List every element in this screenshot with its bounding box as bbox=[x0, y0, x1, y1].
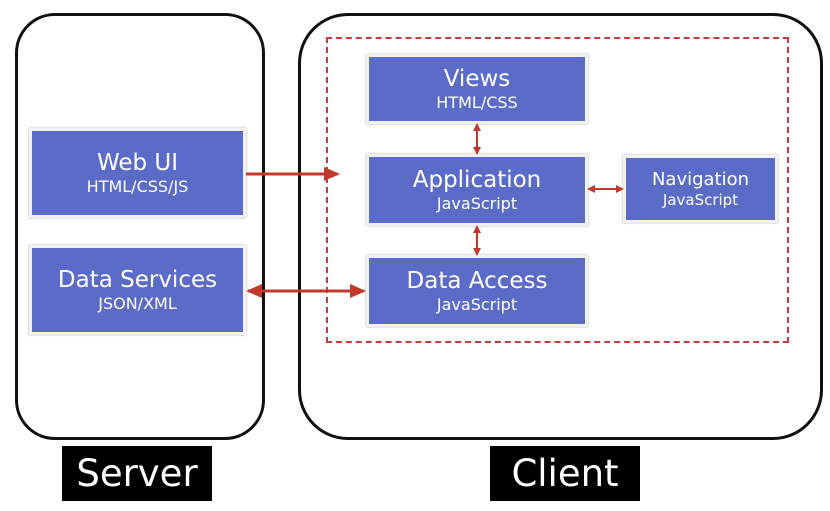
views-title: Views bbox=[443, 65, 511, 92]
client-app-boundary bbox=[326, 37, 789, 343]
data-access-subtitle: JavaScript bbox=[436, 295, 518, 315]
data-services-subtitle: JSON/XML bbox=[98, 294, 177, 314]
server-panel bbox=[15, 13, 265, 440]
navigation-title: Navigation bbox=[651, 169, 750, 191]
data-services-title: Data Services bbox=[57, 266, 218, 293]
views-node: Views HTML/CSS bbox=[366, 54, 588, 124]
client-label: Client bbox=[490, 446, 640, 501]
data-access-node: Data Access JavaScript bbox=[366, 255, 588, 327]
application-title: Application bbox=[412, 166, 542, 193]
application-subtitle: JavaScript bbox=[436, 194, 518, 214]
server-label: Server bbox=[62, 446, 212, 501]
application-node: Application JavaScript bbox=[366, 154, 588, 226]
views-subtitle: HTML/CSS bbox=[436, 93, 518, 113]
navigation-subtitle: JavaScript bbox=[662, 190, 739, 209]
navigation-node: Navigation JavaScript bbox=[623, 155, 778, 223]
web-ui-title: Web UI bbox=[96, 149, 179, 176]
web-ui-subtitle: HTML/CSS/JS bbox=[86, 177, 189, 197]
data-services-node: Data Services JSON/XML bbox=[29, 245, 246, 335]
data-access-title: Data Access bbox=[406, 267, 548, 294]
web-ui-node: Web UI HTML/CSS/JS bbox=[29, 128, 246, 218]
